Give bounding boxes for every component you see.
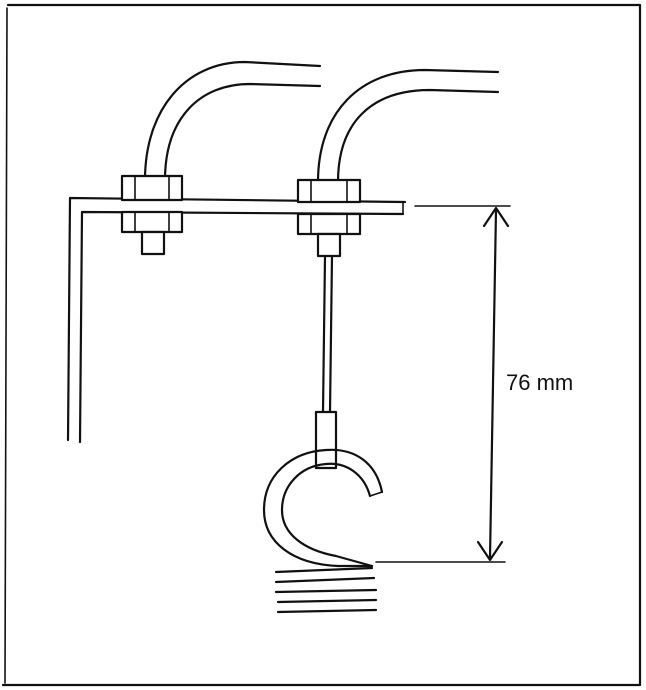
dimension-arrow: [476, 206, 510, 562]
probe-sleeve: [314, 410, 338, 470]
mounting-bracket: [66, 196, 407, 444]
right-fitting-nut: [296, 178, 362, 258]
probe-hook: [262, 448, 384, 568]
left-tube: [143, 60, 322, 182]
dimension-label: 76 mm: [506, 370, 573, 395]
surface-lines: [274, 566, 378, 614]
right-tube: [316, 68, 500, 184]
dimension-extension-lines: [375, 205, 511, 563]
frame-border: [1, 3, 642, 687]
probe-rod: [321, 254, 334, 414]
left-fitting-nut: [120, 174, 184, 256]
